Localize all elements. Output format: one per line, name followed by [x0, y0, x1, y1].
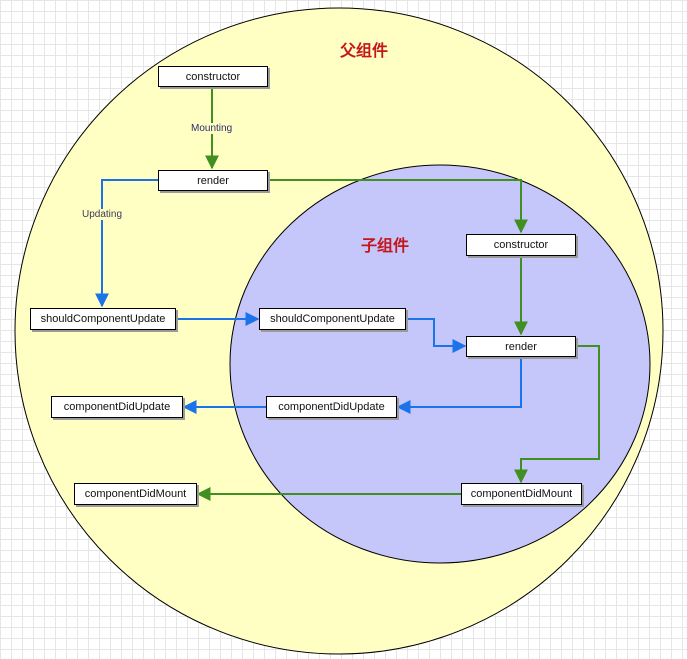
arrow-parent-render-to-child-constructor — [268, 179, 528, 234]
arrow-parent-render-to-should-update — [95, 179, 158, 308]
parent-component-title: 父组件 — [340, 41, 389, 60]
child-component-title: 子组件 — [361, 236, 410, 255]
child-component-did-update-node: componentDidUpdate — [266, 396, 397, 418]
arrow-child-should-update-to-child-render — [406, 318, 467, 353]
parent-render-node: render — [158, 170, 268, 191]
mounting-label: Mounting — [189, 123, 235, 134]
parent-constructor-node: constructor — [158, 66, 268, 87]
parent-component-did-mount-node: componentDidMount — [74, 483, 197, 505]
updating-label: Updating — [80, 209, 125, 220]
child-constructor-node: constructor — [466, 234, 576, 256]
parent-should-component-update-node: shouldComponentUpdate — [30, 308, 176, 330]
arrow-child-render-to-did-mount — [514, 345, 600, 484]
parent-component-did-update-node: componentDidUpdate — [51, 396, 183, 418]
child-component-did-mount-node: componentDidMount — [461, 483, 582, 505]
child-should-component-update-node: shouldComponentUpdate — [259, 308, 406, 330]
child-component-region — [229, 164, 651, 564]
child-render-node: render — [466, 336, 576, 357]
arrow-child-render-to-child-did-update — [396, 358, 522, 414]
